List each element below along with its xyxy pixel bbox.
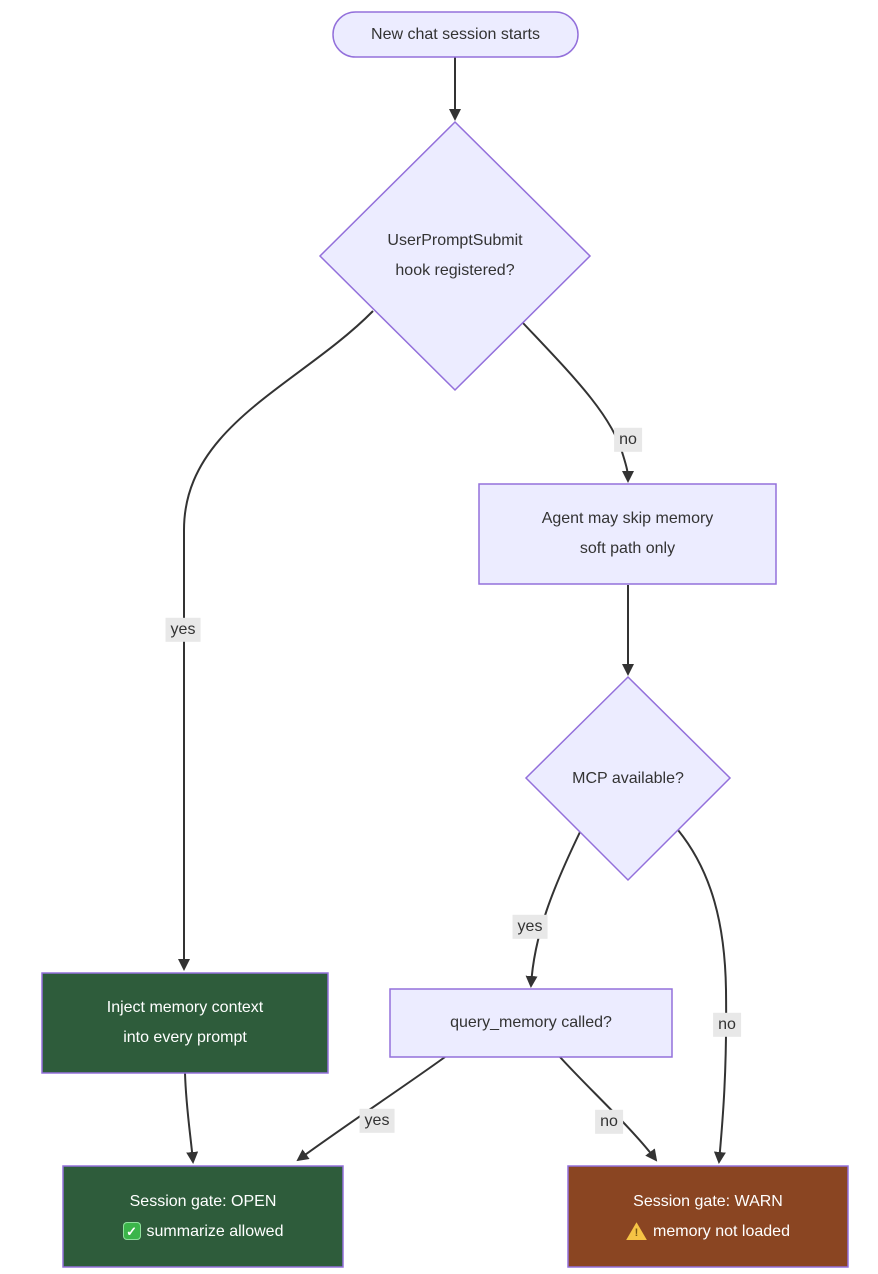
edge-mcp-no-to-warn bbox=[677, 829, 728, 1164]
edge-mcp-yes-to-query bbox=[525, 831, 581, 988]
edge-inject-to-open bbox=[184, 1072, 199, 1164]
edge-query-no-to-warn bbox=[559, 1056, 658, 1162]
edge-query-yes-to-open bbox=[296, 1056, 446, 1162]
skip-node-shape bbox=[478, 483, 777, 585]
node-shapes-layer bbox=[41, 11, 849, 1268]
hook-decision-shape bbox=[318, 120, 592, 392]
inject-node-shape bbox=[41, 972, 329, 1074]
gate-open-node-shape bbox=[62, 1165, 344, 1268]
edge-hook-yes-to-inject bbox=[178, 310, 374, 971]
gate-warn-node-shape bbox=[567, 1165, 849, 1268]
edge-hook-no-to-skip bbox=[522, 322, 634, 483]
query-node-shape bbox=[389, 988, 673, 1058]
mcp-decision-shape bbox=[524, 675, 732, 882]
start-node-shape bbox=[332, 11, 579, 58]
